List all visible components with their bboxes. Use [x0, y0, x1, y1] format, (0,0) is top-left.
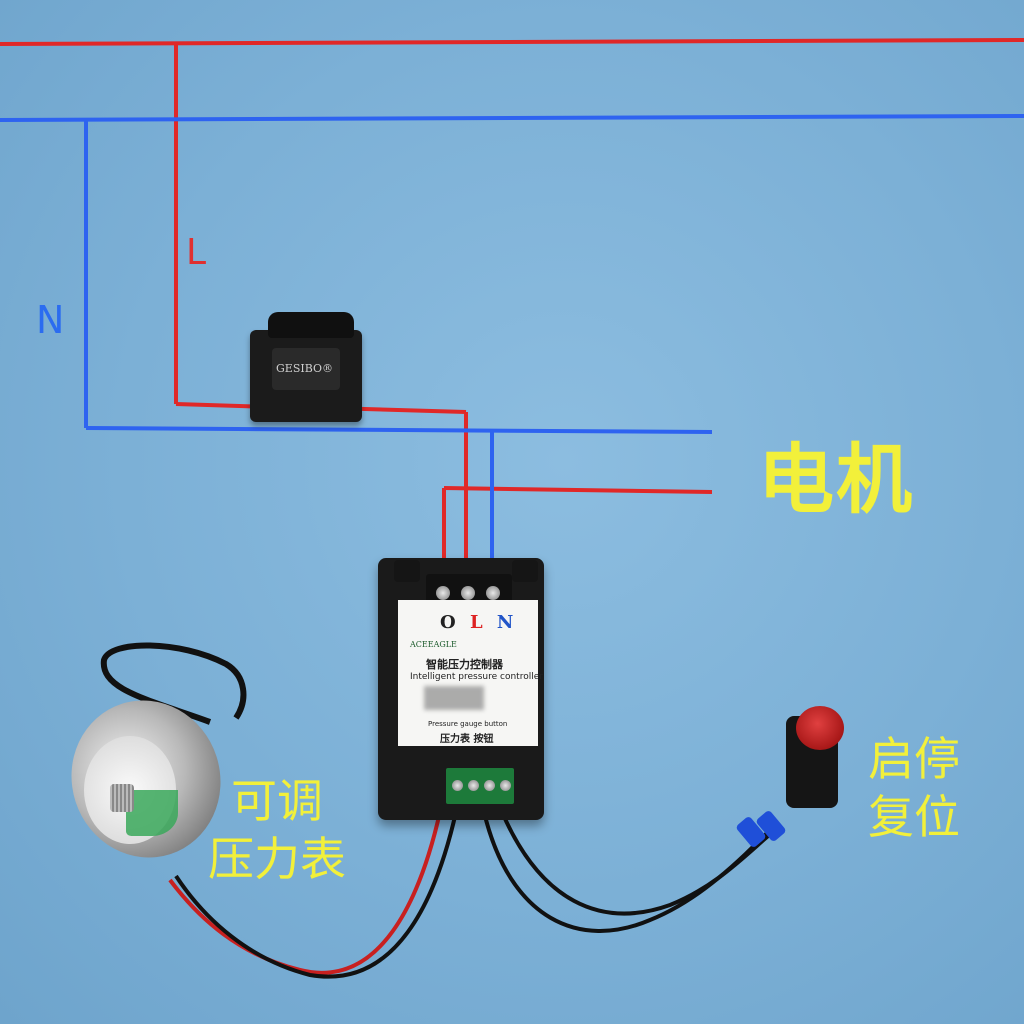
gauge-adjust-knob — [110, 784, 134, 812]
neutral-wire-horizontal — [85, 426, 713, 434]
rocker-switch-paddle — [268, 312, 354, 338]
motor-label: 电机 — [758, 435, 914, 524]
gauge-cable-red — [168, 811, 442, 975]
screw-icon — [461, 586, 475, 600]
blurred-area — [424, 686, 484, 710]
reset-caption-line2: 复位 — [868, 790, 960, 844]
port-labels-en: Pressure gauge button — [428, 720, 508, 728]
screw-icon — [484, 780, 495, 791]
gauge-caption: 可调 压力表 — [208, 772, 346, 888]
screw-icon — [436, 586, 450, 600]
gauge-loop-cable — [100, 642, 247, 725]
live-wire-top — [0, 38, 1024, 46]
screw-icon — [486, 586, 500, 600]
neutral-label: N — [36, 298, 65, 342]
gauge-green-zone — [126, 790, 178, 836]
gauge-caption-line1: 可调 — [231, 774, 323, 828]
motor-live-wire — [443, 486, 713, 494]
mount-ear — [394, 560, 420, 582]
terminal-N-label: N — [496, 612, 518, 633]
screw-icon — [468, 780, 479, 791]
controller-brand: ACEEAGLE — [410, 640, 457, 649]
button-cable-2 — [500, 811, 782, 916]
screw-icon — [452, 780, 463, 791]
switch-brand-label: GESIBO® — [276, 362, 334, 375]
terminal-markings: O L N — [440, 612, 517, 633]
terminal-O-label: O — [440, 612, 460, 633]
terminal-L-label: L — [469, 612, 487, 633]
reset-caption-line1: 启停 — [868, 732, 960, 786]
rocker-switch-face — [272, 348, 340, 390]
controller-title-en: Intelligent pressure controller — [410, 672, 543, 682]
screw-icon — [500, 780, 511, 791]
gauge-cable-black — [174, 811, 458, 979]
push-button-cap — [796, 706, 844, 750]
controller-label-card — [398, 600, 538, 746]
neutral-wire-top — [0, 114, 1024, 122]
controller-title-cn: 智能压力控制器 — [426, 658, 503, 671]
gauge-caption-line2: 压力表 — [208, 832, 346, 886]
live-label: L — [186, 232, 207, 273]
reset-caption: 启停 复位 — [868, 730, 960, 846]
mount-ear — [512, 560, 538, 582]
port-labels-cn: 压力表 按钮 — [440, 734, 494, 745]
